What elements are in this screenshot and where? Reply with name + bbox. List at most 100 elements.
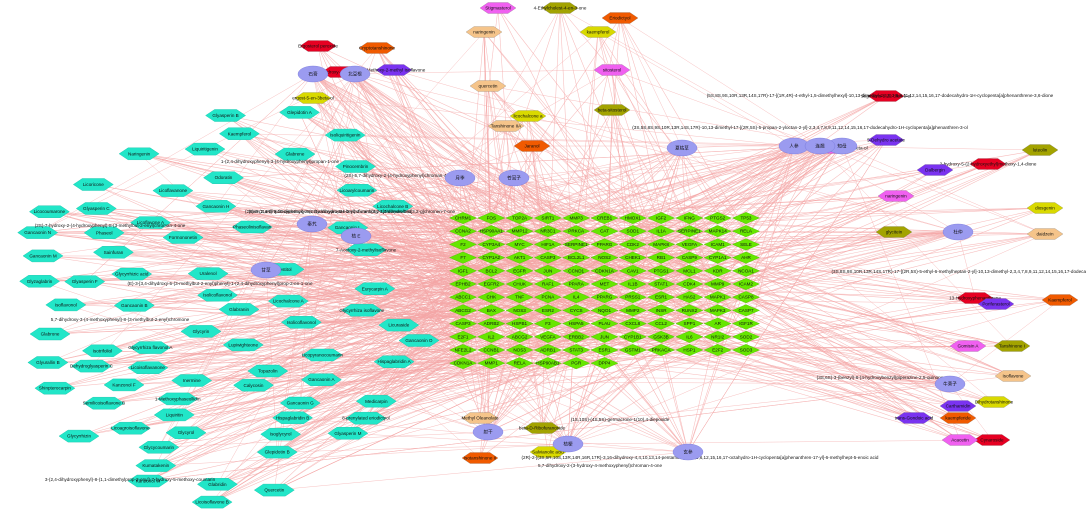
target-node-hsp90ab1[interactable]: [533, 357, 562, 370]
target-node-tp53[interactable]: [731, 212, 761, 225]
compound-node-gancaonin-m[interactable]: [22, 249, 64, 263]
compound-node-shinpterocarpin[interactable]: [34, 382, 76, 395]
compound-node-glycitein-22[interactable]: [875, 226, 913, 238]
target-node-gsk3b[interactable]: [647, 330, 676, 343]
compound-node-glepidotin-a[interactable]: [279, 106, 320, 119]
target-node-ifng[interactable]: [675, 212, 704, 225]
target-node-igf2[interactable]: [647, 212, 676, 225]
target-node-ptgs1[interactable]: [647, 264, 676, 277]
compound-node-kumatakenin[interactable]: [135, 459, 177, 472]
target-node-serpine1[interactable]: [562, 238, 591, 251]
target-node-insr[interactable]: [647, 304, 676, 317]
target-node-pparg[interactable]: [590, 238, 619, 251]
target-node-pcna[interactable]: [533, 291, 562, 304]
target-node-nos2[interactable]: [590, 251, 619, 264]
compound-node-isotrifoliol[interactable]: [82, 344, 123, 357]
target-node-cdkn1a[interactable]: [590, 264, 619, 277]
compound-node-daidzein-23[interactable]: [1026, 228, 1064, 240]
compound-node-glycyrrhiza-isoflavone[interactable]: [341, 304, 383, 317]
compound-node-eriodictyol-4[interactable]: [601, 12, 639, 24]
compound-node-2-hydroxy-5-2-hydroxyethyl-methoxy-1-4-dione-19[interactable]: [969, 158, 1007, 170]
target-node-rela[interactable]: [505, 357, 534, 370]
target-node-f7[interactable]: [448, 251, 478, 264]
compound-node-dihydrotanshinone-31[interactable]: [975, 396, 1013, 408]
compound-node-sitosterol-7[interactable]: [593, 64, 631, 76]
compound-node-7-methoxy-2-methyl-isoflavone-6[interactable]: [375, 64, 413, 76]
target-node-kdr[interactable]: [703, 264, 732, 277]
target-node-ephb2[interactable]: [448, 278, 478, 291]
target-node-bax[interactable]: [477, 304, 506, 317]
target-node-nr1i2[interactable]: [703, 330, 732, 343]
compound-node-cynaroside-33[interactable]: [973, 434, 1011, 446]
herb-hub-node-2[interactable]: [339, 65, 371, 83]
compound-node-methyl-oleanolate-37[interactable]: [461, 412, 499, 424]
target-node-igf1r[interactable]: [731, 317, 761, 330]
compound-node-beta-d-ribofuranoside-36[interactable]: [523, 422, 561, 434]
compound-node-inermine[interactable]: [171, 374, 213, 387]
target-node-abcc1[interactable]: [448, 291, 478, 304]
compound-node-gancaonin-b[interactable]: [113, 299, 155, 312]
compound-node-lupiwighteone[interactable]: [222, 338, 264, 352]
target-node-ncoa1[interactable]: [731, 264, 761, 277]
target-node-mmp1[interactable]: [477, 357, 506, 370]
compound-node-licuraside[interactable]: [378, 318, 420, 332]
compound-node-dalbergin-20[interactable]: [916, 164, 954, 176]
target-node-hsp90aa1[interactable]: [477, 225, 506, 238]
target-node-cdkn1a[interactable]: [448, 357, 478, 370]
target-node-ppara[interactable]: [562, 278, 591, 291]
compound-node-glycyrrhizin[interactable]: [58, 429, 100, 443]
target-node-hspa5[interactable]: [562, 317, 591, 330]
compound-node-licopyranocoumarin[interactable]: [301, 348, 343, 362]
compound-node-phaseol[interactable]: [83, 226, 125, 240]
target-node-chek1[interactable]: [618, 251, 647, 264]
compound-node-glyzaglabrin[interactable]: [19, 275, 60, 288]
herb-hub-node-12[interactable]: [340, 227, 372, 245]
compound-node-carthamidin-41[interactable]: [939, 400, 977, 412]
target-node-cyp1a1[interactable]: [703, 251, 732, 264]
compound-node-glepidotin-b[interactable]: [256, 445, 298, 459]
target-node-chk[interactable]: [477, 291, 506, 304]
target-node-sod3[interactable]: [731, 344, 761, 357]
target-node-plau[interactable]: [590, 317, 619, 330]
target-node-creb1[interactable]: [590, 212, 619, 225]
compound-node-licoisoflavanone[interactable]: [127, 361, 169, 374]
compound-node-luteolin-15[interactable]: [1021, 144, 1059, 156]
compound-node-gomisin-a-28[interactable]: [949, 340, 987, 352]
compound-node-glyurallin-b[interactable]: [27, 356, 69, 369]
compound-node-licoisoflavone-b[interactable]: [191, 495, 233, 509]
target-node-dpp4[interactable]: [590, 357, 619, 370]
compound-node-ergost-5-en-3beta-ol-10[interactable]: [294, 92, 332, 104]
compound-node-gancaonin-n[interactable]: [17, 226, 59, 239]
compound-node-glabrene[interactable]: [274, 147, 316, 161]
target-node-casp7[interactable]: [731, 304, 761, 317]
compound-node-calycosin[interactable]: [233, 379, 274, 392]
compound-node-isolicoflavonol[interactable]: [197, 289, 238, 302]
target-node-hif1a[interactable]: [533, 238, 562, 251]
target-node-ccnd1[interactable]: [562, 264, 591, 277]
target-node-myc[interactable]: [505, 238, 534, 251]
herb-hub-node-14[interactable]: [804, 137, 836, 155]
target-node-gstm1[interactable]: [618, 344, 647, 357]
compound-node-kaempferol-3[interactable]: [579, 26, 617, 38]
target-node-stat3[interactable]: [562, 344, 591, 357]
compound-node-glyasperin-c[interactable]: [75, 202, 117, 215]
target-node-ccnb1[interactable]: [477, 344, 506, 357]
compound-node-trans-gondoic-acid-34[interactable]: [895, 412, 933, 424]
target-node-cav1[interactable]: [618, 264, 647, 277]
compound-node-licochalcone-b[interactable]: [372, 200, 414, 213]
compound-node-acacetin-35[interactable]: [941, 434, 979, 446]
compound-node-uralenol[interactable]: [187, 267, 229, 280]
target-node-prkca[interactable]: [562, 225, 591, 238]
compound-node-tanshinone-iia-16[interactable]: [487, 120, 525, 132]
compound-node-glabranin[interactable]: [218, 303, 260, 316]
target-node-cdk2[interactable]: [618, 238, 647, 251]
target-node-mapk1[interactable]: [703, 291, 732, 304]
herb-hub-node-6[interactable]: [498, 169, 530, 187]
target-node-mmp12[interactable]: [505, 225, 534, 238]
target-node-sele[interactable]: [731, 238, 761, 251]
compound-node-naringenin-21[interactable]: [877, 190, 915, 202]
target-node-tnf[interactable]: [505, 291, 534, 304]
target-node-il4[interactable]: [562, 291, 591, 304]
compound-node-4-ethylcholest-4-en-3-one-1[interactable]: [541, 2, 579, 14]
target-node-e2f2[interactable]: [703, 344, 732, 357]
